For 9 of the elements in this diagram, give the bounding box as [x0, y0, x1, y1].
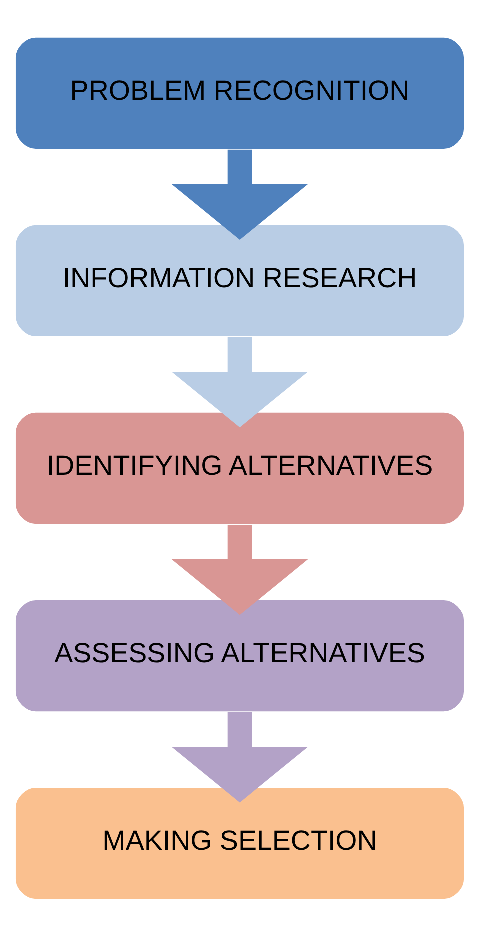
node-box: INFORMATION RESEARCH — [14, 223, 466, 338]
node-box: PROBLEM RECOGNITION — [14, 36, 466, 150]
arrow — [172, 336, 308, 428]
arrow — [172, 524, 308, 615]
node-box: IDENTIFYING ALTERNATIVES — [14, 410, 466, 526]
node-box: ASSESSING ALTERNATIVES — [14, 598, 466, 713]
arrow — [172, 712, 308, 802]
node-box: MAKING SELECTION — [14, 786, 466, 900]
arrow — [172, 149, 308, 240]
